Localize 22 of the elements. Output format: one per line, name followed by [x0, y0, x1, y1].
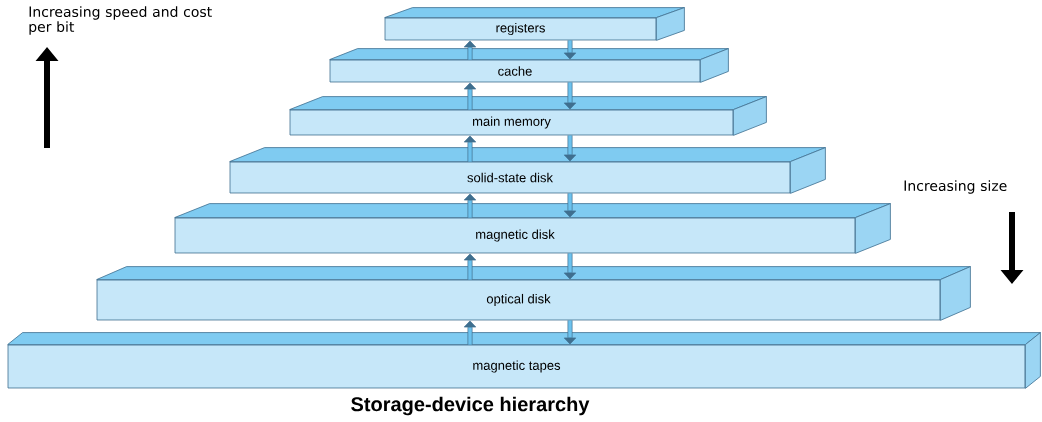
hollow-arrow — [563, 253, 577, 280]
caption: Storage-device hierarchy — [351, 396, 590, 416]
storage-slab: optical disk — [96, 266, 971, 321]
storage-slab: magnetic disk — [174, 203, 891, 254]
hollow-arrow — [463, 82, 477, 110]
storage-slab: registers — [384, 7, 685, 41]
axis-label: Increasing speed and cost per bit — [29, 6, 212, 35]
hollow-arrow — [563, 320, 577, 345]
axis-label: Increasing size — [904, 180, 1007, 194]
hollow-arrow — [463, 193, 477, 218]
storage-slab: solid-state disk — [229, 147, 826, 194]
hollow-arrow — [463, 320, 477, 345]
hollow-arrow — [563, 82, 577, 110]
storage-slab: magnetic tapes — [7, 332, 1041, 389]
hollow-arrow — [563, 193, 577, 218]
storage-slab: cache — [329, 48, 729, 83]
hollow-arrow — [563, 40, 577, 60]
storage-slab: main memory — [289, 96, 767, 136]
hollow-arrow — [463, 40, 477, 60]
hollow-arrow — [463, 135, 477, 162]
hollow-arrow — [563, 135, 577, 162]
hollow-arrow — [463, 253, 477, 280]
